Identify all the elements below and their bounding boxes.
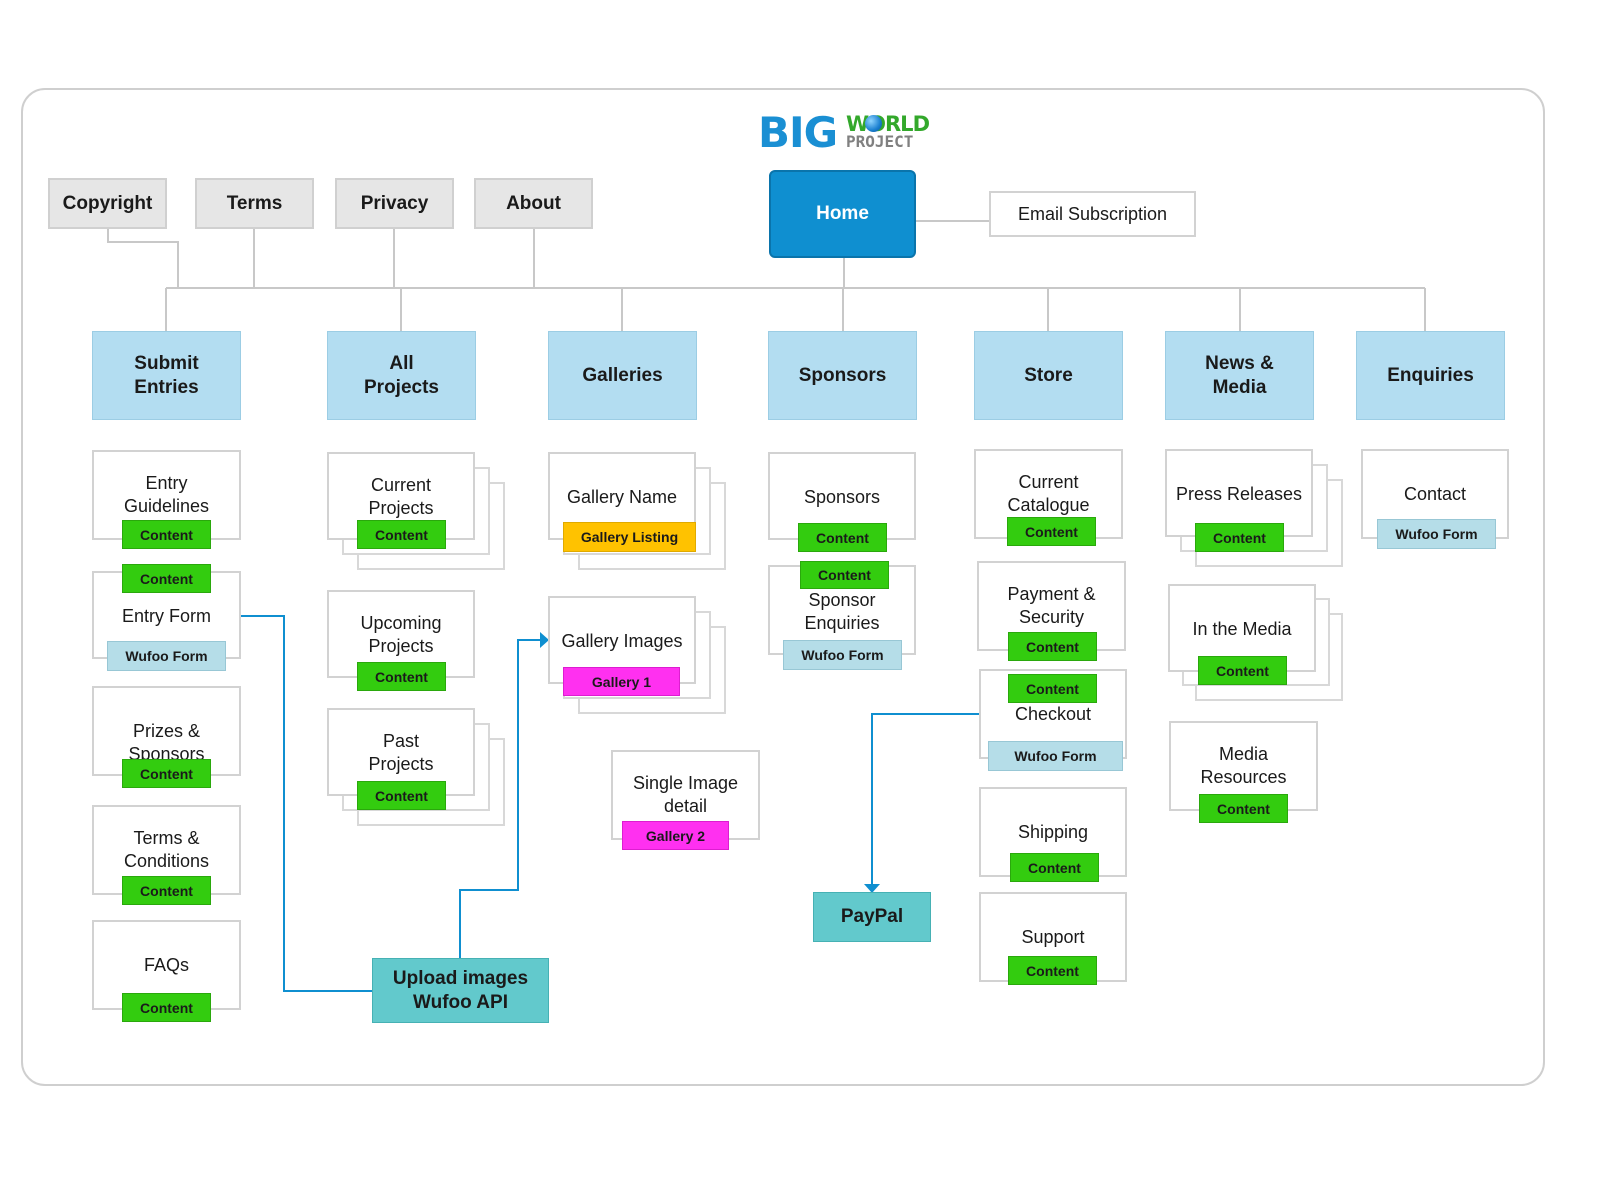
content-tag: Content [357,662,446,691]
category-galleries[interactable]: Galleries [548,331,697,420]
gallery-2-tag: Gallery 2 [622,821,729,850]
logo-big-text: BIG [758,108,838,157]
privacy-box[interactable]: Privacy [335,178,454,229]
content-tag: Content [1008,632,1097,661]
content-tag: Content [1195,523,1284,552]
category-submit-entries[interactable]: Submit Entries [92,331,241,420]
content-tag: Content [357,520,446,549]
category-all-projects[interactable]: All Projects [327,331,476,420]
about-box[interactable]: About [474,178,593,229]
terms-box[interactable]: Terms [195,178,314,229]
content-tag: Content [357,781,446,810]
content-tag: Content [122,876,211,905]
gallery-1-tag: Gallery 1 [563,667,680,696]
content-tag: Content [1199,794,1288,823]
content-tag: Content [1008,956,1097,985]
wufoo-form-tag: Wufoo Form [988,741,1123,771]
category-enquiries[interactable]: Enquiries [1356,331,1505,420]
wufoo-form-tag: Wufoo Form [1377,519,1496,549]
copyright-box[interactable]: Copyright [48,178,167,229]
paypal-box[interactable]: PayPal [813,892,931,942]
category-store[interactable]: Store [974,331,1123,420]
page-past-projects[interactable]: Past Projects [327,708,475,796]
gallery-listing-tag: Gallery Listing [563,522,696,552]
content-tag: Content [122,520,211,549]
content-tag: Content [800,561,889,589]
globe-icon [865,115,882,132]
content-tag: Content [798,523,887,552]
diagram-frame [21,88,1545,1086]
content-tag: Content [122,993,211,1022]
content-tag: Content [122,759,211,788]
wufoo-form-tag: Wufoo Form [107,641,226,671]
content-tag: Content [1010,853,1099,882]
home-box[interactable]: Home [769,170,916,258]
content-tag: Content [122,564,211,593]
content-tag: Content [1008,674,1097,703]
upload-images-wufoo-api-box[interactable]: Upload images Wufoo API [372,958,549,1023]
category-news-media[interactable]: News & Media [1165,331,1314,420]
content-tag: Content [1198,656,1287,685]
arrow-to-gallery-images [540,632,549,648]
content-tag: Content [1007,517,1096,546]
email-subscription-box[interactable]: Email Subscription [989,191,1196,237]
logo-project-text: PROJECT [846,132,914,151]
wufoo-form-tag: Wufoo Form [783,640,902,670]
arrow-to-paypal [864,884,880,893]
category-sponsors[interactable]: Sponsors [768,331,917,420]
